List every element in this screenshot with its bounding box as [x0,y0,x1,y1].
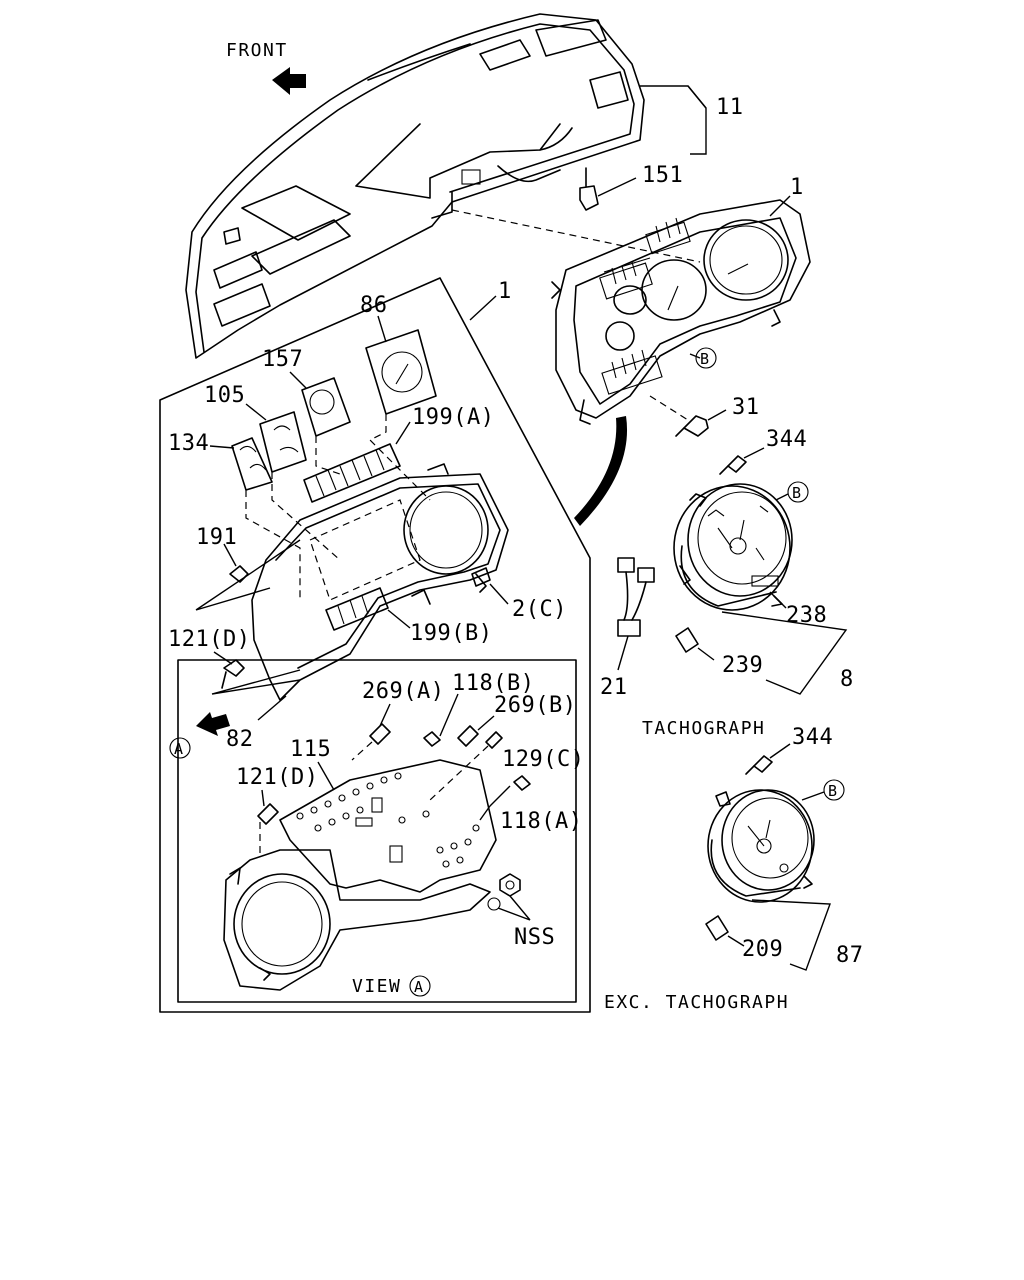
view-a-case [223,849,491,991]
leader-8 [721,611,848,695]
nss-parts: NSS [487,873,555,950]
label-105: 105 [204,383,245,408]
leader-269a [379,703,391,727]
callout-b-main: B [689,347,717,369]
detail-curve [574,416,628,526]
label-86: 86 [360,293,388,318]
bulb-209: 209 [705,915,783,962]
view-a-caption-letter: A [414,978,423,996]
pointer-lines-b [211,669,301,695]
front-label: FRONT [226,40,288,61]
label-151: 151 [642,163,683,188]
gauge-86: 86 [360,293,437,415]
front-direction-indicator: FRONT [226,40,306,95]
label-87: 87 [836,943,864,968]
screw-344-upper: 344 [719,427,807,475]
label-269b: 269(B) [494,693,576,718]
view-a-caption: VIEW A [352,975,431,997]
part-118a: 118(A) [479,775,582,834]
part-191: 191 [196,525,249,583]
harness-21: 21 [600,557,655,700]
detail-frame [159,277,591,1013]
view-arrow-icon [196,712,230,736]
callout-view-a-marker: A [169,737,191,759]
gauge-guide-lines [245,414,431,600]
tachograph-caption: TACHOGRAPH [642,718,765,739]
screw-344-lower: 344 [745,725,833,775]
screw-269a: 269(A) [351,679,444,761]
cluster-case-detail [251,463,509,701]
label-2c: 2(C) [512,597,567,622]
label-1-detail: 1 [498,279,512,304]
label-191: 191 [196,525,237,550]
callout-b-main-letter: B [700,350,709,368]
leader-82 [257,695,287,721]
label-121d-upper: 121(D) [168,627,250,652]
label-31: 31 [732,395,760,420]
screw-31: 31 [649,395,760,437]
leader-11: 11 [640,85,744,155]
label-121d-lower: 121(D) [236,765,318,790]
callout-b-exc-letter: B [828,782,837,800]
strip-199a: 199(A) [303,405,494,503]
label-21: 21 [600,675,628,700]
pointer-lines-a [195,539,301,611]
screw-269b: 269(B) [457,693,576,747]
callout-b-tacho: B [775,481,809,503]
label-11: 11 [716,95,744,120]
callout-b-exc: B [801,779,845,801]
leader-121d-upper [213,651,233,665]
label-157: 157 [262,347,303,372]
mount-line [451,209,701,263]
label-118a: 118(A) [500,809,582,834]
view-a-frame [177,659,577,1003]
front-arrow-icon [272,67,306,95]
label-239: 239 [722,653,763,678]
gauge-105: 105 [204,383,307,473]
leader-1-top [769,195,791,217]
part-2c: 2(C) [471,567,567,622]
clip-151: 151 [579,163,683,211]
screw-121d-upper: 121(D) [168,627,250,689]
screw-121d-lower: 121(D) [236,765,318,856]
speedometer-unit [707,789,815,903]
leader-87 [751,899,831,971]
gauge-134: 134 [168,431,273,491]
strip-199b: 199(B) [325,587,492,646]
label-199b: 199(B) [410,621,492,646]
gauge-157: 157 [262,347,351,437]
label-8: 8 [840,667,854,692]
leader-1-detail [469,295,497,321]
dashboard-panel [185,13,645,359]
label-82: 82 [226,727,254,752]
label-nss: NSS [514,925,555,950]
callout-b-tacho-letter: B [792,484,801,502]
label-118b: 118(B) [452,671,534,696]
circuit-board-115: 115 [279,737,497,893]
label-1-top: 1 [790,175,804,200]
label-344-upper: 344 [766,427,807,452]
bulb-239: 239 [675,627,763,678]
exc-tachograph-caption: EXC. TACHOGRAPH [604,992,789,1013]
label-129c: 129(C) [502,747,584,772]
label-199a: 199(A) [412,405,494,430]
label-209: 209 [742,937,783,962]
leader-121d-lower [261,789,265,807]
part-118b: 118(B) [423,671,534,747]
label-269a: 269(A) [362,679,444,704]
label-344-lower: 344 [792,725,833,750]
tachograph-unit [673,483,793,611]
meter-cluster-assembly [551,199,811,425]
screw-129c: 129(C) [429,731,584,801]
label-115: 115 [290,737,331,762]
label-134: 134 [168,431,209,456]
leader-238 [769,591,787,609]
view-a-caption-prefix: VIEW [352,976,401,997]
